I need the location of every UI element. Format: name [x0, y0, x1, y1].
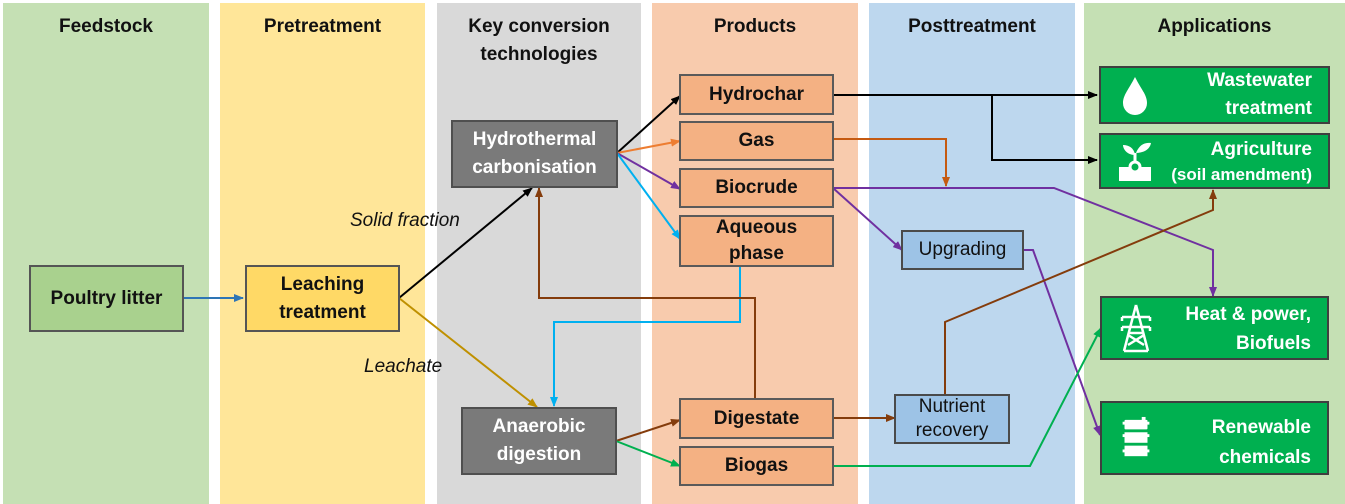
node-upgrading[interactable]: Upgrading [901, 230, 1024, 270]
node-gas-label: Gas [738, 130, 775, 151]
label-solid-fraction: Solid fraction [350, 210, 460, 231]
column-title-posttreatment: Posttreatment [908, 16, 1036, 37]
node-biofuels-label: Biofuels [1236, 333, 1311, 354]
node-wastewater-label: Wastewater treatment [1207, 70, 1312, 119]
node-upgrading-label: Upgrading [918, 239, 1007, 260]
node-heat-power-label: Heat & power, [1185, 304, 1311, 325]
node-agriculture-label: Agriculture [1210, 139, 1312, 160]
node-hydrochar[interactable]: Hydrochar [679, 74, 834, 115]
node-aqueous-label: Aqueous phase [715, 217, 798, 264]
column-title-pretreatment: Pretreatment [263, 16, 382, 37]
column-title-applications: Applications [1157, 16, 1272, 37]
node-anaerobic-digestion[interactable]: Anaerobic digestion [461, 407, 617, 475]
sprout-icon [1119, 142, 1151, 181]
node-aqueous-phase[interactable]: Aqueous phase [679, 215, 834, 267]
node-ad-label: Anaerobic digestion [492, 416, 586, 465]
water-drop-icon [1123, 77, 1147, 115]
column-feedstock: Feedstock [3, 3, 209, 504]
node-digestate[interactable]: Digestate [679, 398, 834, 439]
column-title-conversion: Key conversion technologies [468, 16, 610, 65]
node-htc-label: Hydrothermal carbonisation [472, 129, 597, 178]
column-title-feedstock: Feedstock [59, 16, 153, 37]
column-pretreatment: Pretreatment [220, 3, 425, 504]
node-digestate-label: Digestate [713, 407, 800, 429]
node-chemicals-label: chemicals [1219, 447, 1311, 468]
label-leachate: Leachate [364, 356, 443, 377]
node-biogas-label: Biogas [724, 455, 789, 476]
node-agriculture-sublabel: (soil amendment) [1171, 165, 1312, 184]
column-title-products: Products [713, 16, 797, 37]
node-hydrothermal-carbonisation[interactable]: Hydrothermal carbonisation [451, 120, 618, 188]
node-renewable-chemicals[interactable]: Renewable chemicals [1100, 401, 1329, 475]
node-biogas[interactable]: Biogas [679, 446, 834, 486]
node-hydrochar-label: Hydrochar [708, 83, 805, 105]
node-leaching-treatment-label: Leaching treatment [279, 273, 366, 323]
node-renewable-label: Renewable [1211, 417, 1311, 438]
node-nutrient-label: Nutrient recovery [915, 396, 989, 441]
power-pylon-icon [1120, 304, 1152, 353]
node-wastewater-treatment[interactable]: Wastewater treatment [1099, 66, 1330, 124]
node-biocrude[interactable]: Biocrude [679, 168, 834, 208]
node-heat-power-biofuels[interactable]: Heat & power, Biofuels [1100, 296, 1329, 360]
node-agriculture[interactable]: Agriculture (soil amendment) [1099, 133, 1330, 189]
node-leaching-treatment[interactable]: Leaching treatment [245, 265, 400, 332]
node-biocrude-label: Biocrude [715, 177, 798, 198]
node-gas[interactable]: Gas [679, 121, 834, 161]
node-nutrient-recovery[interactable]: Nutrient recovery [894, 394, 1010, 444]
node-poultry-litter[interactable]: Poultry litter [29, 265, 184, 332]
barrel-icon [1122, 416, 1150, 457]
node-poultry-litter-label: Poultry litter [50, 287, 163, 309]
